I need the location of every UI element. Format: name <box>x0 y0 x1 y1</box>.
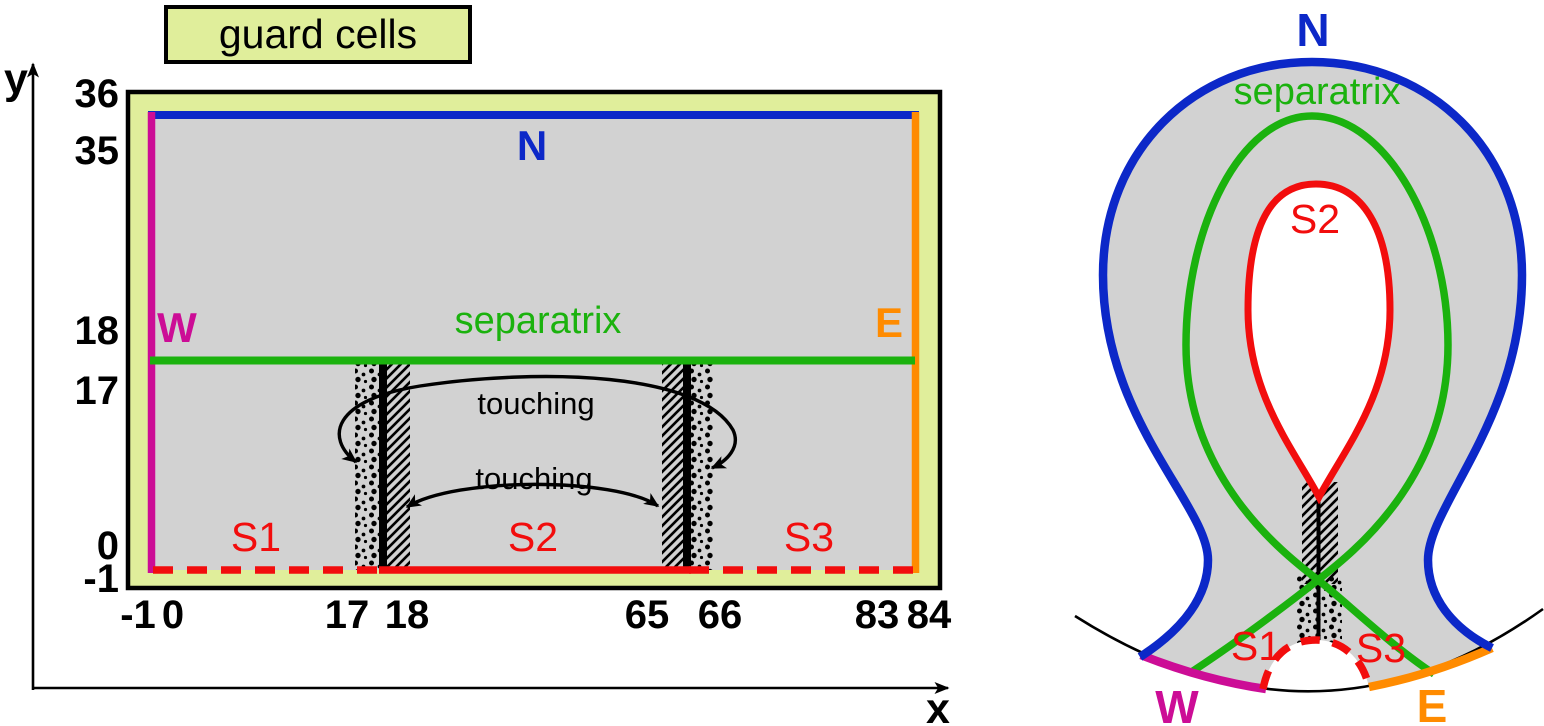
right-north-label: N <box>1296 4 1329 56</box>
x-tick-neg1: -1 <box>120 593 156 637</box>
y-tick-17: 17 <box>75 369 120 413</box>
left-s3-label: S3 <box>784 514 834 560</box>
touching-upper-arrow-icon <box>337 374 737 470</box>
y-tick-36: 36 <box>75 72 120 116</box>
left-s2-label: S2 <box>508 514 558 560</box>
right-separatrix-curve <box>1182 112 1452 678</box>
left-s1-label: S1 <box>231 514 281 560</box>
y-tick-neg1: -1 <box>83 557 119 601</box>
x-tick-0: 0 <box>162 593 184 637</box>
left-separatrix-label: separatrix <box>455 300 622 342</box>
right-s2-label: S2 <box>1290 196 1340 242</box>
left-east-label: E <box>875 299 903 346</box>
right-s1-label: S1 <box>1231 623 1281 669</box>
s2-flux-surface <box>1244 180 1394 505</box>
y-tick-35: 35 <box>75 129 120 173</box>
left-north-label: N <box>517 122 547 169</box>
right-west-wall-segment <box>1139 651 1267 694</box>
dome-region <box>1263 640 1369 694</box>
x-axis-label: x <box>926 685 950 726</box>
x-tick-84: 84 <box>907 593 952 637</box>
right-separatrix-label: separatrix <box>1234 71 1401 113</box>
x-tick-17: 17 <box>325 593 370 637</box>
right-north-boundary-curve <box>1098 57 1527 661</box>
x-tick-83: 83 <box>855 593 900 637</box>
touching-lower-label: touching <box>475 461 592 496</box>
y-axis-label: y <box>4 55 28 103</box>
guard-cells-legend-label: guard cells <box>219 11 417 57</box>
guard-cells-legend-box <box>164 5 472 64</box>
x-tick-18: 18 <box>385 593 430 637</box>
right-s3-label: S3 <box>1356 625 1406 671</box>
right-west-label: W <box>1155 681 1199 726</box>
grid-interior <box>151 115 916 570</box>
touching-lower-arrow-icon <box>405 482 660 509</box>
right-east-wall-segment <box>1368 644 1494 692</box>
x-tick-65: 65 <box>625 593 670 637</box>
left-west-label: W <box>157 304 197 351</box>
touching-upper-label: touching <box>477 386 594 421</box>
x-tick-66: 66 <box>698 593 743 637</box>
right-east-label: E <box>1417 680 1448 726</box>
y-tick-0: 0 <box>97 524 119 568</box>
cut2-dotted-strip <box>690 362 713 570</box>
y-tick-18: 18 <box>75 309 120 353</box>
cut1-dotted-strip <box>355 362 379 570</box>
dome-dashed-boundary <box>1259 636 1373 690</box>
